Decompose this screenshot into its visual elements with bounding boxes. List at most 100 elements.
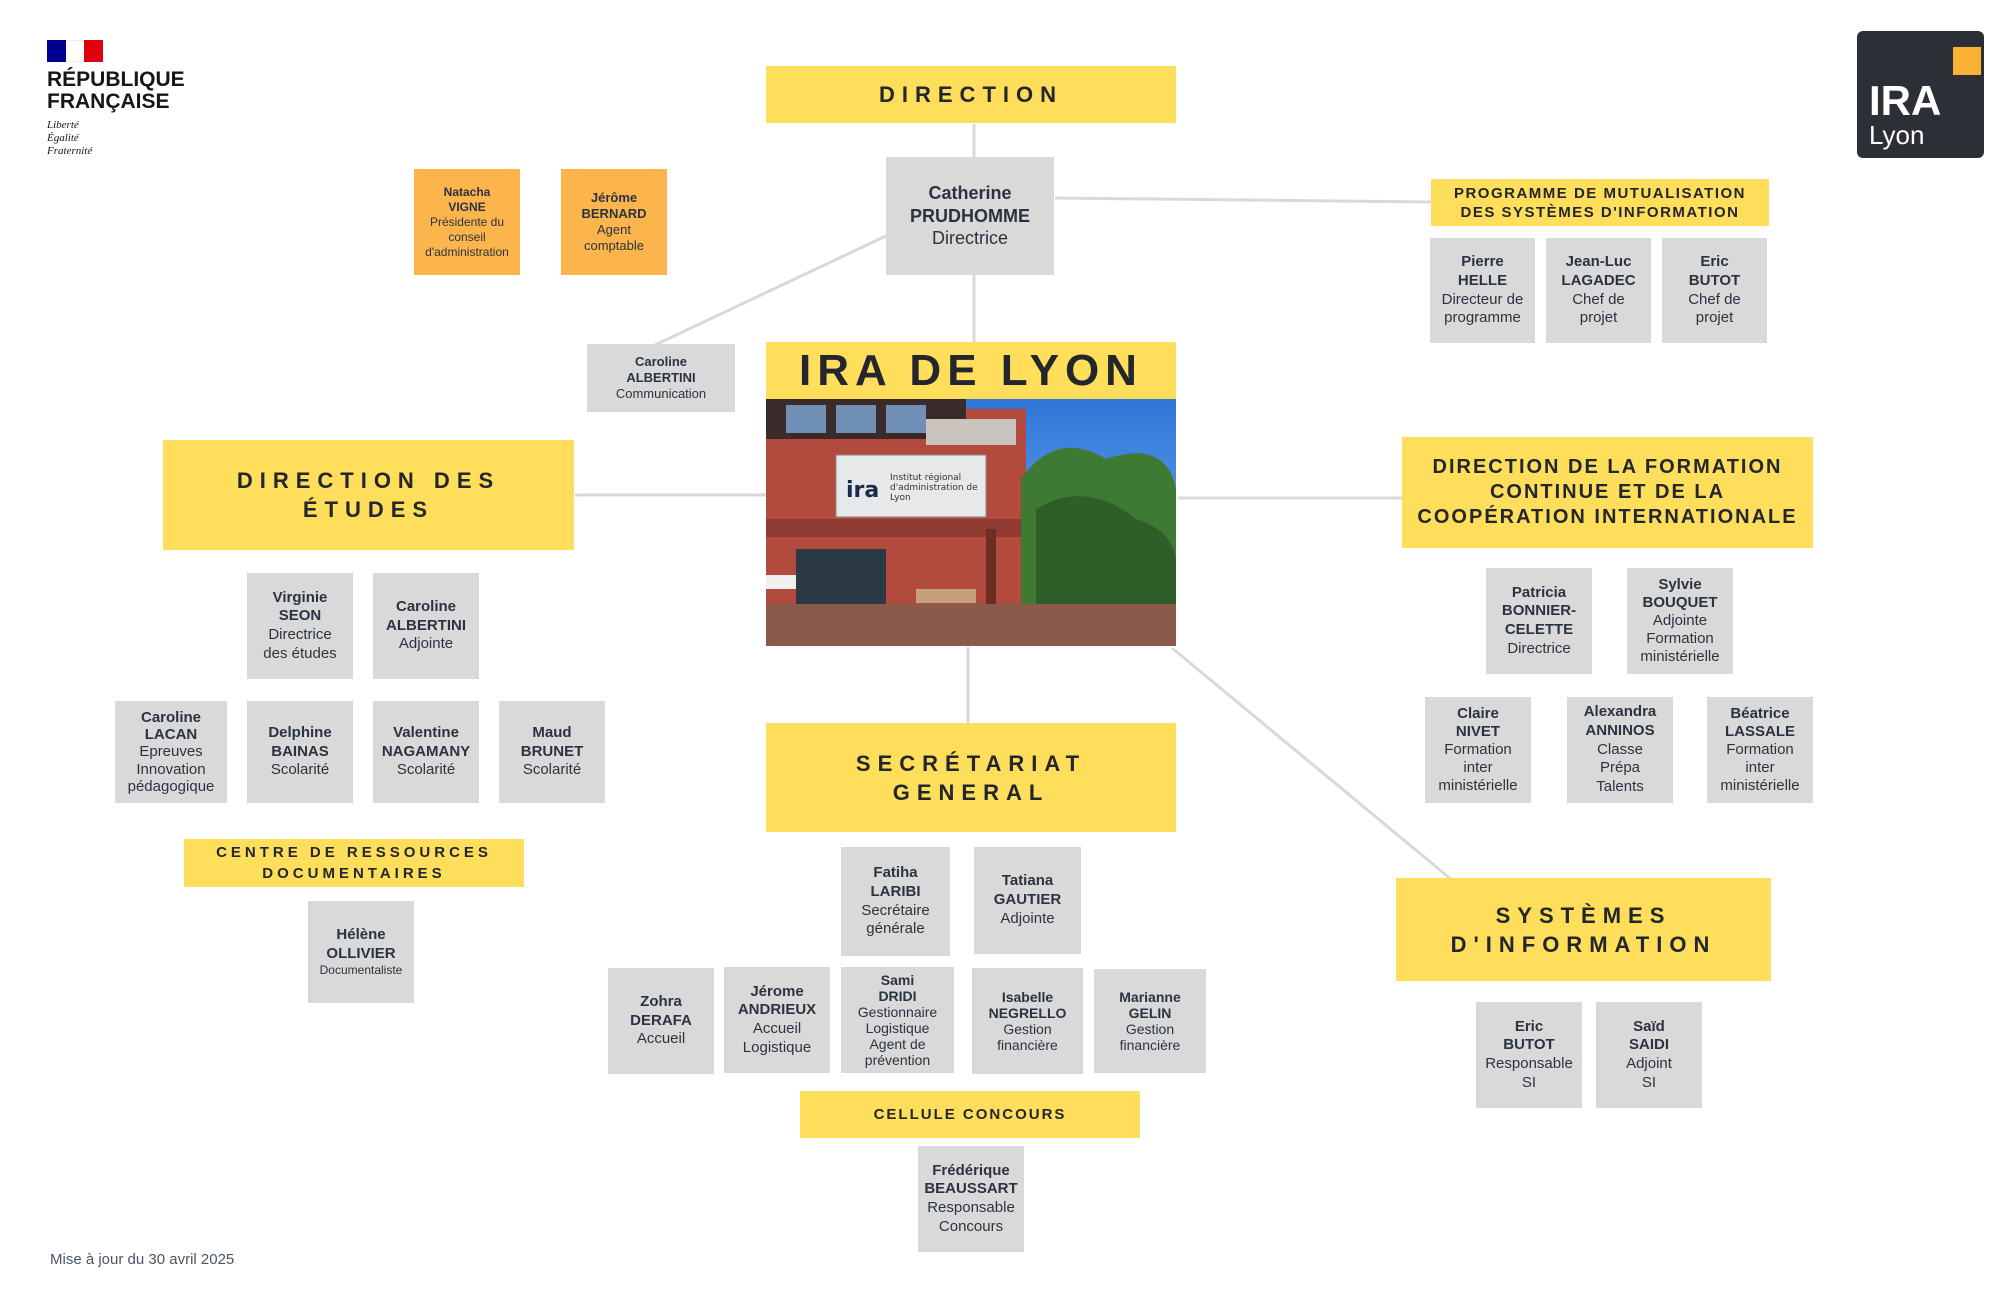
etudes-member-card: Caroline LACAN Epreuves Innovation pédag… bbox=[115, 701, 227, 803]
member-last-name: NAGAMANY bbox=[381, 742, 471, 760]
member-last-name: OLLIVIER bbox=[326, 944, 396, 962]
center-title-label: IRA DE LYON bbox=[799, 345, 1143, 395]
member-last-name: SEON bbox=[278, 607, 322, 625]
mutualisation-heading-line-1: PROGRAMME DE MUTUALISATION bbox=[1453, 184, 1747, 202]
crd-heading-line-1: CENTRE DE RESSOURCES bbox=[216, 844, 492, 861]
crd-member-card: Hélène OLLIVIER Documentaliste bbox=[308, 901, 414, 1003]
etudes-heading: DIRECTION DES ÉTUDES bbox=[163, 440, 574, 550]
member-first-name: Valentine bbox=[393, 723, 459, 741]
si-member-card: Saïd SAIDI Adjoint SI bbox=[1596, 1002, 1702, 1108]
secretariat-member-card: Jérome ANDRIEUX Accueil Logistique bbox=[724, 967, 830, 1073]
direction-heading: DIRECTION bbox=[766, 66, 1176, 123]
secretariat-member-card: Isabelle NEGRELLO Gestion financière bbox=[972, 968, 1083, 1074]
member-role: Directrice bbox=[1507, 639, 1571, 657]
secretariat-heading-line-2: GENERAL bbox=[892, 779, 1050, 805]
communication-first-name: Caroline bbox=[634, 353, 687, 369]
formation-member-card: Alexandra ANNINOS Classe Prépa Talents bbox=[1567, 697, 1673, 803]
logo-line-1: RÉPUBLIQUE bbox=[47, 68, 185, 91]
member-last-name: BOUQUET bbox=[1642, 594, 1718, 611]
member-first-name: Virginie bbox=[272, 588, 328, 606]
member-first-name: Claire bbox=[1457, 705, 1499, 722]
member-role: Adjointe bbox=[398, 635, 454, 653]
member-last-name: SAIDI bbox=[1628, 1036, 1669, 1054]
member-role: Chef de projet bbox=[1688, 290, 1741, 327]
communication-card: Caroline ALBERTINI Communication bbox=[587, 344, 735, 412]
member-first-name: Jean-Luc bbox=[1565, 253, 1632, 270]
mutualisation-member-card: Pierre HELLE Directeur de programme bbox=[1430, 238, 1535, 343]
secretariat-heading-line-1: SECRÉTARIAT bbox=[855, 750, 1087, 776]
member-first-name: Marianne bbox=[1119, 988, 1181, 1005]
si-heading-line-2: D'INFORMATION bbox=[1450, 931, 1717, 957]
mutualisation-heading-line-2: DES SYSTÈMES D'INFORMATION bbox=[1460, 203, 1740, 221]
member-last-name: BEAUSSART bbox=[924, 1180, 1018, 1198]
member-role: Classe Prépa Talents bbox=[1596, 740, 1644, 796]
member-first-name: Tatiana bbox=[1001, 872, 1054, 890]
member-role: Scolarité bbox=[270, 761, 330, 779]
secretariat-lead-card: Fatiha LARIBI Secrétaire générale bbox=[841, 847, 950, 956]
building-illustration: ira Institut régional d'administration d… bbox=[766, 399, 1176, 646]
council-role: Présidente du conseil d'administration bbox=[425, 214, 509, 259]
logo-ira-text: IRA bbox=[1869, 77, 1942, 124]
formation-heading-line-2: CONTINUE ET DE LA bbox=[1489, 481, 1726, 503]
member-last-name: LAGADEC bbox=[1561, 271, 1636, 289]
member-role: Adjointe bbox=[1000, 909, 1055, 927]
member-role: Accueil bbox=[636, 1030, 686, 1048]
logo-lyon-text: Lyon bbox=[1869, 120, 1925, 150]
member-first-name: Frédérique bbox=[932, 1161, 1010, 1179]
logo-line-2: FRANÇAISE bbox=[47, 90, 170, 113]
update-date: Mise à jour du 30 avril 2025 bbox=[50, 1251, 235, 1268]
director-last-name: PRUDHOMME bbox=[910, 205, 1030, 226]
secretariat-member-card: Zohra DERAFA Accueil bbox=[608, 968, 714, 1074]
member-last-name-part-1: BONNIER- bbox=[1501, 602, 1577, 620]
member-last-name: GELIN bbox=[1128, 1004, 1172, 1021]
member-first-name: Maud bbox=[532, 723, 572, 741]
member-last-name: BUTOT bbox=[1688, 271, 1741, 289]
concours-member-card: Frédérique BEAUSSART Responsable Concour… bbox=[918, 1146, 1024, 1252]
photo-sign-caption: Institut régional d'administration de Ly… bbox=[890, 473, 978, 503]
si-heading: SYSTÈMES D'INFORMATION bbox=[1396, 878, 1771, 981]
member-first-name: Patricia bbox=[1511, 583, 1567, 601]
council-first-name: Jérôme bbox=[590, 189, 638, 205]
member-first-name: Sami bbox=[880, 971, 915, 988]
member-role: Formation inter ministérielle bbox=[1720, 741, 1800, 794]
member-first-name: Jérome bbox=[750, 982, 804, 1000]
etudes-heading-line-1: DIRECTION DES bbox=[236, 468, 501, 493]
member-last-name: GAUTIER bbox=[993, 891, 1062, 909]
formation-heading-line-3: COOPÉRATION INTERNATIONALE bbox=[1417, 506, 1798, 528]
member-last-name: DRIDI bbox=[878, 987, 917, 1004]
member-first-name: Zohra bbox=[640, 992, 682, 1010]
member-last-name-part-2: CELETTE bbox=[1504, 621, 1574, 638]
director-card: Catherine PRUDHOMME Directrice bbox=[886, 157, 1054, 275]
formation-heading-line-1: DIRECTION DE LA FORMATION bbox=[1432, 456, 1783, 478]
member-last-name: ANDRIEUX bbox=[737, 1001, 817, 1019]
secretariat-heading: SECRÉTARIAT GENERAL bbox=[766, 723, 1176, 832]
member-role: Gestionnaire Logistique Agent de prévent… bbox=[857, 1003, 938, 1069]
member-role: Documentaliste bbox=[319, 963, 403, 978]
council-card: Jérôme BERNARD Agent comptable bbox=[561, 169, 667, 275]
council-last-name: BERNARD bbox=[581, 205, 647, 221]
member-last-name: BUTOT bbox=[1503, 1036, 1555, 1054]
member-role: Responsable SI bbox=[1485, 1055, 1573, 1091]
mutualisation-heading: PROGRAMME DE MUTUALISATION DES SYSTÈMES … bbox=[1431, 179, 1769, 226]
member-role: Gestion financière bbox=[1119, 1021, 1181, 1054]
member-last-name: ANNINOS bbox=[1585, 721, 1655, 739]
si-heading-line-1: SYSTÈMES bbox=[1495, 902, 1672, 928]
etudes-lead-card: Virginie SEON Directrice des études bbox=[247, 573, 353, 679]
si-member-card: Eric BUTOT Responsable SI bbox=[1476, 1002, 1582, 1108]
concours-heading-label: CELLULE CONCOURS bbox=[873, 1106, 1067, 1123]
member-last-name: BRUNET bbox=[520, 742, 584, 760]
member-first-name: Sylvie bbox=[1658, 576, 1702, 593]
member-role: Gestion financière bbox=[997, 1021, 1058, 1054]
french-flag-icon bbox=[47, 40, 104, 62]
photo-sign-logo: ira bbox=[846, 478, 879, 503]
etudes-member-card: Maud BRUNET Scolarité bbox=[499, 701, 605, 803]
communication-last-name: ALBERTINI bbox=[626, 369, 696, 385]
crd-heading: CENTRE DE RESSOURCES DOCUMENTAIRES bbox=[184, 839, 524, 887]
motto-1: Liberté bbox=[47, 119, 79, 131]
member-first-name: Hélène bbox=[336, 925, 386, 943]
etudes-heading-line-2: ÉTUDES bbox=[302, 497, 435, 522]
member-first-name: Isabelle bbox=[1001, 988, 1054, 1005]
communication-role: Communication bbox=[615, 386, 707, 402]
member-last-name: ALBERTINI bbox=[386, 616, 466, 634]
concours-heading: CELLULE CONCOURS bbox=[800, 1091, 1140, 1138]
